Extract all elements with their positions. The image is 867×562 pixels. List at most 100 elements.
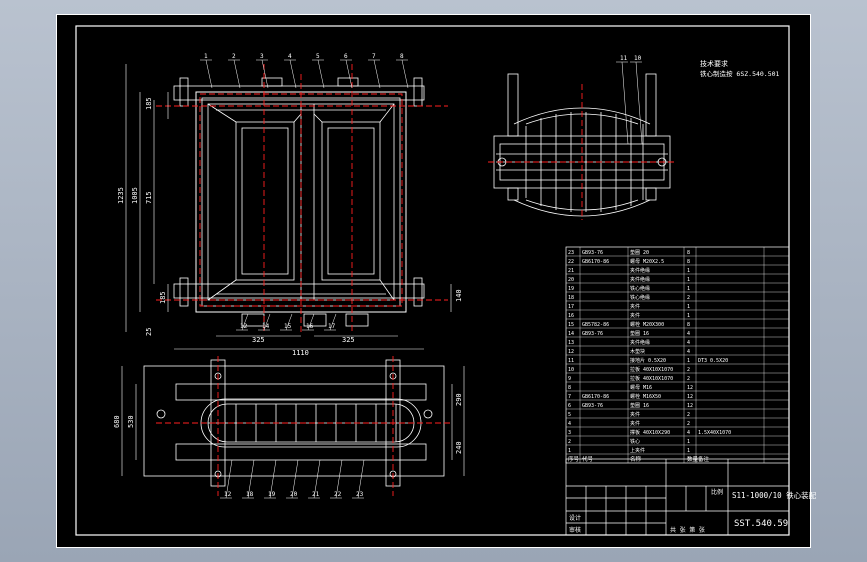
leader-line [263,313,271,331]
bom-cell-qty: 2 [687,421,690,427]
checker-label: 审核 [569,526,581,534]
top-dim-labels: 530 680 290 240 [113,393,463,454]
scale-label: 比例 [711,488,723,496]
bom-cell-qty: 1 [687,448,690,454]
bom-cell-name: 夹件绝缘 [630,267,650,274]
bom-cell-qty: 1 [687,286,690,292]
bom-cell-qty: 4 [687,430,690,436]
leader-line [345,59,353,89]
bom-cell-qty: 2 [687,367,690,373]
leader-line [241,313,249,331]
bom-cell-no: 8 [568,385,571,391]
top-centerlines [156,356,451,496]
leader-line [635,61,643,145]
bom-cell-qty: 2 [687,376,690,382]
front-view [173,77,425,327]
bom-cell-qty: 1 [687,439,690,445]
front-dimensions [125,64,452,350]
bom-cell-note: 1.5X40X1070 [698,430,731,436]
balloon-label: 20 [290,491,298,498]
dim-label: 185 [145,97,153,110]
bom-cell-name: 铁心 [630,438,640,445]
dim-label: 325 [252,336,265,344]
leader-line [317,59,325,89]
leader-line [621,61,629,145]
bom-cell-name: 垫圈 16 [630,330,649,337]
bom-cell-name: 上夹件 [630,447,645,454]
front-centerlines [156,64,448,332]
bom-cell-name: 夹件 [630,312,640,319]
bom-cell-qty: 8 [687,250,690,256]
bom-cell-code: GB93-76 [582,250,603,256]
balloon-label: 1 [204,53,208,60]
front-dim-labels: 185 1005 715 1235 185 25 140 325 325 111… [117,97,463,357]
bom-cell-no: 17 [568,304,574,310]
bom-cell-code: GB93-76 [582,403,603,409]
bom-cell-qty: 8 [687,322,690,328]
balloon-label: 2 [232,53,236,60]
balloon-label: 21 [312,491,320,498]
leader-line [285,313,293,331]
leader-line [205,59,213,89]
bom-cell-no: 23 [568,250,574,256]
bom-cell-qty: 1 [687,313,690,319]
bom-cell-qty: 12 [687,394,693,400]
bom-cell-name: 夹件 [630,420,640,427]
tech-notes-title: 技术要求 [700,59,728,68]
designer-label: 设计 [569,514,581,522]
balloon-label: 17 [328,323,336,330]
dim-label: 325 [342,336,355,344]
leader-line [313,459,321,499]
dim-label: 680 [113,415,121,428]
bom-cell-name: 夹件 [630,303,640,310]
bom-cell-name: 撑板 40X10X290 [630,429,670,436]
balloon-label: 12 [240,323,248,330]
bom-cell-code: GB6170-86 [582,259,609,265]
leader-line [401,59,409,89]
balloon-label: 16 [306,323,314,330]
bom-cell-name: 夹件绝缘 [630,276,650,283]
bom-cell-qty: 2 [687,295,690,301]
top-dimensions [121,366,465,476]
leader-line [247,459,255,499]
leader-line [233,59,241,89]
bom-cell-code: GB5782-86 [582,322,609,328]
bom-cell-no: 3 [568,430,571,436]
bom-cell-name: 垫圈 16 [630,402,649,409]
bom-cell-qty: 1 [687,268,690,274]
bom-cell-no: 4 [568,421,571,427]
dim-label: 715 [145,191,153,204]
balloon-label: 7 [372,53,376,60]
drawing-sheet: 185 1005 715 1235 185 25 140 325 325 111… [56,14,817,548]
bom-cell-qty: 4 [687,349,690,355]
dim-label: 1110 [292,349,309,357]
side-centerlines [488,84,676,220]
balloon-label: 19 [268,491,276,498]
balloon-label: 5 [316,53,320,60]
outer-border [56,14,811,548]
balloon-label: 14 [262,323,270,330]
bom-cell-code: GB6170-86 [582,394,609,400]
leader-line [261,59,269,89]
bom-cell-name: 拉板 40X10X1070 [630,366,673,373]
bom-cell-name: 螺母 M16 [630,384,652,391]
leader-line [289,59,297,89]
bom-cell-qty: 1 [687,277,690,283]
balloon-label: 4 [288,53,292,60]
bom-cell-no: 18 [568,295,574,301]
bom-cell-no: 21 [568,268,574,274]
dim-label: 185 [159,291,167,304]
balloon-label: 23 [356,491,364,498]
leader-line [291,459,299,499]
bom-cell-no: 13 [568,340,574,346]
bom-cell-qty: 4 [687,340,690,346]
bom-cell-no: 14 [568,331,574,337]
bom-cell-qty: 1 [687,358,690,364]
bom-cell-no: 19 [568,286,574,292]
bom-cell-name: 铁心绝缘 [630,285,650,292]
leader-line [329,313,337,331]
bom-cell-name: 夹件绝缘 [630,339,650,346]
